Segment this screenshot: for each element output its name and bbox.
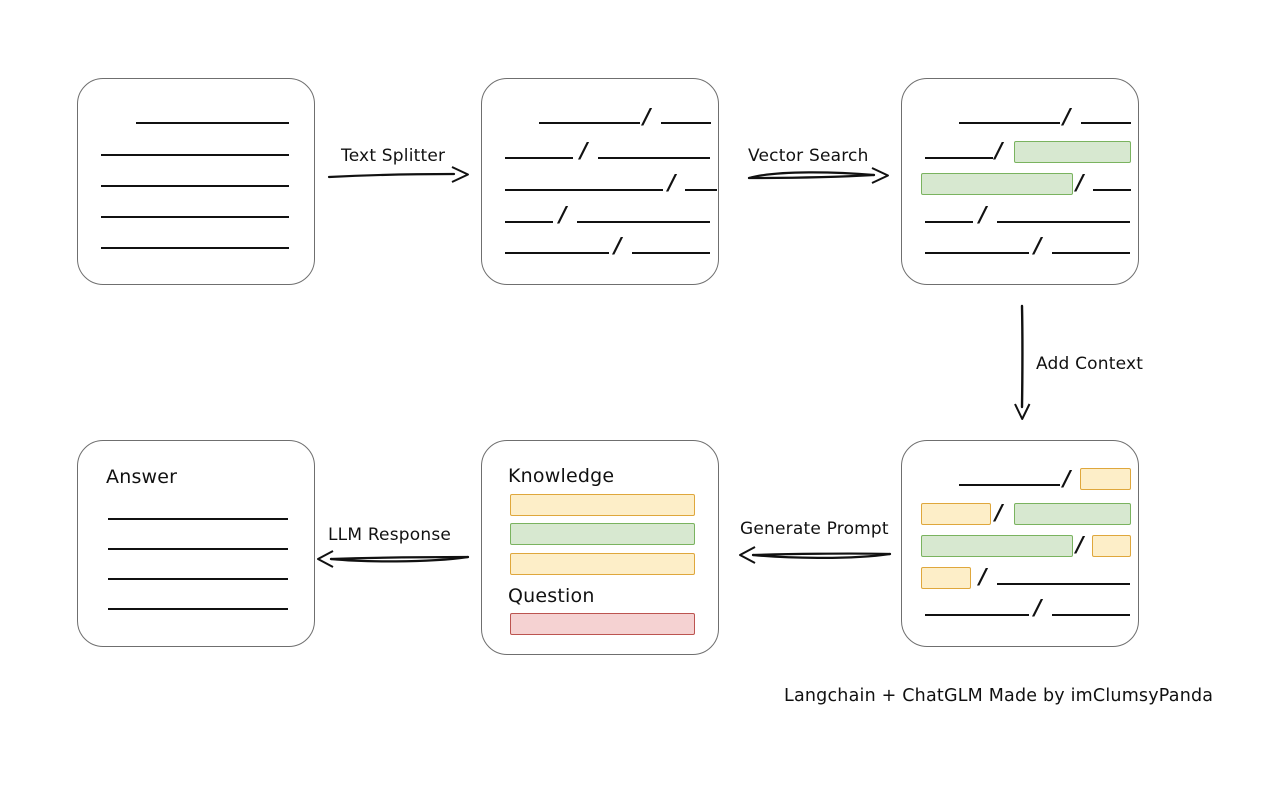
source-document-box[interactable] bbox=[77, 78, 315, 285]
arrow-label-text-splitter: Text Splitter bbox=[341, 146, 446, 166]
chunk-line bbox=[997, 583, 1130, 585]
footer-credit: Langchain + ChatGLM Made by imClumsyPand… bbox=[784, 686, 1214, 706]
arrow-label-vector-search: Vector Search bbox=[748, 146, 869, 166]
knowledge-bar bbox=[510, 494, 695, 516]
chunk-line bbox=[1081, 122, 1131, 124]
chunk-slash: / bbox=[1034, 233, 1042, 258]
split-chunks-box[interactable]: / / / / / bbox=[481, 78, 719, 285]
chunk-line bbox=[661, 122, 711, 124]
arrow-label-generate-prompt: Generate Prompt bbox=[740, 519, 889, 539]
chunk-slash: / bbox=[1063, 466, 1071, 491]
chunk-line bbox=[959, 122, 1060, 124]
chunk-slash: / bbox=[1076, 532, 1084, 557]
chunk-slash: / bbox=[668, 170, 676, 195]
answer-line bbox=[108, 578, 288, 580]
chunk-line bbox=[925, 221, 973, 223]
context-chunk-highlight bbox=[921, 503, 991, 525]
chunk-slash: / bbox=[979, 564, 987, 589]
context-chunk-highlight bbox=[1092, 535, 1131, 557]
chunk-line bbox=[598, 157, 710, 159]
chunk-line bbox=[1093, 189, 1131, 191]
chunk-line bbox=[505, 189, 663, 191]
chunk-slash: / bbox=[580, 138, 588, 163]
answer-line bbox=[108, 518, 288, 520]
doc-line bbox=[101, 185, 289, 187]
chunk-line bbox=[925, 252, 1029, 254]
chunk-line bbox=[505, 157, 573, 159]
llm-response-arrow bbox=[317, 550, 470, 568]
chunk-line bbox=[685, 189, 717, 191]
chunk-line bbox=[959, 484, 1060, 486]
matched-chunks-box[interactable]: / / / / / bbox=[901, 78, 1139, 285]
chunk-slash: / bbox=[614, 233, 622, 258]
arrow-label-llm-response: LLM Response bbox=[328, 525, 452, 545]
chunk-slash: / bbox=[559, 202, 567, 227]
chunk-line bbox=[997, 221, 1130, 223]
doc-line bbox=[136, 122, 289, 124]
chunk-slash: / bbox=[1076, 170, 1084, 195]
context-chunk-highlight bbox=[921, 535, 1073, 557]
knowledge-label: Knowledge bbox=[508, 465, 615, 487]
answer-line bbox=[108, 608, 288, 610]
generate-prompt-arrow bbox=[739, 546, 892, 564]
context-chunk-highlight bbox=[1014, 503, 1131, 525]
answer-label: Answer bbox=[106, 466, 178, 488]
answer-box[interactable]: Answer bbox=[77, 440, 315, 647]
question-label: Question bbox=[508, 585, 595, 607]
doc-line bbox=[101, 216, 289, 218]
context-chunk-highlight bbox=[921, 567, 971, 589]
chunk-line bbox=[505, 252, 609, 254]
add-context-arrow bbox=[1014, 304, 1031, 420]
chunk-line bbox=[577, 221, 710, 223]
chunk-slash: / bbox=[995, 138, 1003, 163]
chunk-line bbox=[539, 122, 640, 124]
chunk-line bbox=[632, 252, 710, 254]
question-bar bbox=[510, 613, 695, 635]
chunk-slash: / bbox=[643, 104, 651, 129]
chunk-slash: / bbox=[1063, 104, 1071, 129]
text-splitter-arrow bbox=[327, 166, 469, 183]
chunk-line bbox=[505, 221, 553, 223]
vector-search-arrow bbox=[747, 167, 889, 184]
matched-chunk-highlight bbox=[921, 173, 1073, 195]
chunk-line bbox=[1052, 252, 1130, 254]
chunk-slash: / bbox=[979, 202, 987, 227]
answer-line bbox=[108, 548, 288, 550]
chunk-slash: / bbox=[1034, 595, 1042, 620]
context-prompt-box[interactable]: / / / / / bbox=[901, 440, 1139, 647]
knowledge-bar bbox=[510, 523, 695, 545]
chunk-line bbox=[925, 614, 1029, 616]
knowledge-bar bbox=[510, 553, 695, 575]
chunk-line bbox=[925, 157, 993, 159]
chunk-line bbox=[1052, 614, 1130, 616]
doc-line bbox=[101, 247, 289, 249]
doc-line bbox=[101, 154, 289, 156]
prompt-box[interactable]: Knowledge Question bbox=[481, 440, 719, 655]
arrow-label-add-context: Add Context bbox=[1036, 354, 1144, 374]
chunk-slash: / bbox=[995, 500, 1003, 525]
context-chunk-highlight bbox=[1080, 468, 1131, 490]
matched-chunk-highlight bbox=[1014, 141, 1131, 163]
